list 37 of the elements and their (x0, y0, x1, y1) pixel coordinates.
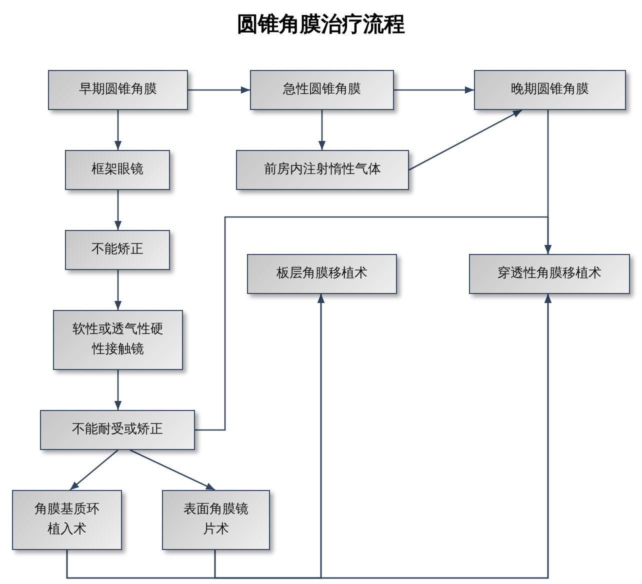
process-box (65, 150, 170, 190)
process-box (236, 150, 409, 190)
diagram-title: 圆锥角膜治疗流程 (236, 11, 406, 38)
arrow (130, 449, 216, 491)
box-label: 晚期圆锥角膜 (511, 80, 589, 99)
process-box (469, 254, 630, 294)
arrow (214, 294, 552, 579)
process-box (247, 254, 397, 294)
box-label: 角膜基质环植入术 (34, 500, 100, 539)
process-box (53, 310, 183, 370)
arrow (114, 370, 122, 410)
box-label: 板层角膜移植术 (276, 264, 368, 283)
arrow (114, 110, 122, 150)
arrow (188, 86, 250, 94)
arrow (318, 110, 326, 150)
arrow (114, 270, 122, 310)
process-box (250, 70, 394, 110)
arrow (195, 216, 552, 431)
box-label: 框架眼镜 (92, 160, 144, 179)
box-label: 软性或透气性硬性接触镜 (72, 320, 164, 359)
box-label: 前房内注射惰性气体 (264, 160, 381, 179)
process-box (474, 70, 626, 110)
box-label: 不能矫正 (92, 240, 144, 259)
box-label: 穿透性角膜移植术 (498, 264, 602, 283)
box-label: 急性圆锥角膜 (283, 80, 361, 99)
arrow (394, 86, 474, 94)
process-box (12, 490, 122, 550)
arrow (114, 190, 122, 230)
process-box (48, 70, 188, 110)
arrow (70, 450, 118, 490)
arrow (408, 109, 522, 171)
process-box (65, 230, 170, 270)
box-label: 表面角膜镜片术 (184, 500, 248, 539)
process-box (162, 490, 270, 550)
box-label: 早期圆锥角膜 (79, 80, 157, 99)
box-label: 不能耐受或矫正 (72, 420, 163, 439)
process-box (40, 410, 195, 450)
